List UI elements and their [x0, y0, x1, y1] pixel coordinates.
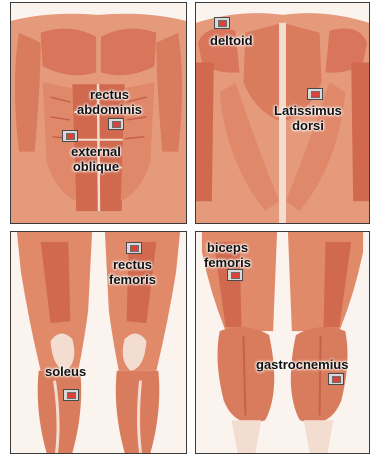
label-gastrocnemius: gastrocnemius — [256, 357, 348, 372]
marker-deltoid[interactable] — [214, 17, 230, 29]
marker-biceps-femoris[interactable] — [227, 269, 243, 281]
front-legs-illustration — [11, 232, 186, 453]
label-rectus-abdominis: rectusabdominis — [77, 87, 142, 117]
marker-rectus-abdominis[interactable] — [108, 118, 124, 130]
marker-gastrocnemius[interactable] — [328, 373, 344, 385]
panel-back-torso: deltoid Latissimusdorsi — [195, 2, 370, 224]
label-deltoid: deltoid — [210, 33, 253, 48]
marker-soleus[interactable] — [63, 389, 79, 401]
panel-front-legs: rectusfemoris soleus — [10, 231, 187, 454]
panel-back-legs: bicepsfemoris gastrocnemius — [195, 231, 370, 454]
label-soleus: soleus — [45, 364, 86, 379]
label-rectus-femoris: rectusfemoris — [109, 257, 156, 287]
marker-external-oblique[interactable] — [62, 130, 78, 142]
label-external-oblique: externaloblique — [71, 144, 121, 174]
label-latissimus-dorsi: Latissimusdorsi — [274, 103, 342, 133]
label-biceps-femoris: bicepsfemoris — [204, 240, 251, 270]
marker-latissimus-dorsi[interactable] — [307, 88, 323, 100]
panel-front-torso: rectusabdominis externaloblique — [10, 2, 187, 224]
marker-rectus-femoris[interactable] — [126, 242, 142, 254]
